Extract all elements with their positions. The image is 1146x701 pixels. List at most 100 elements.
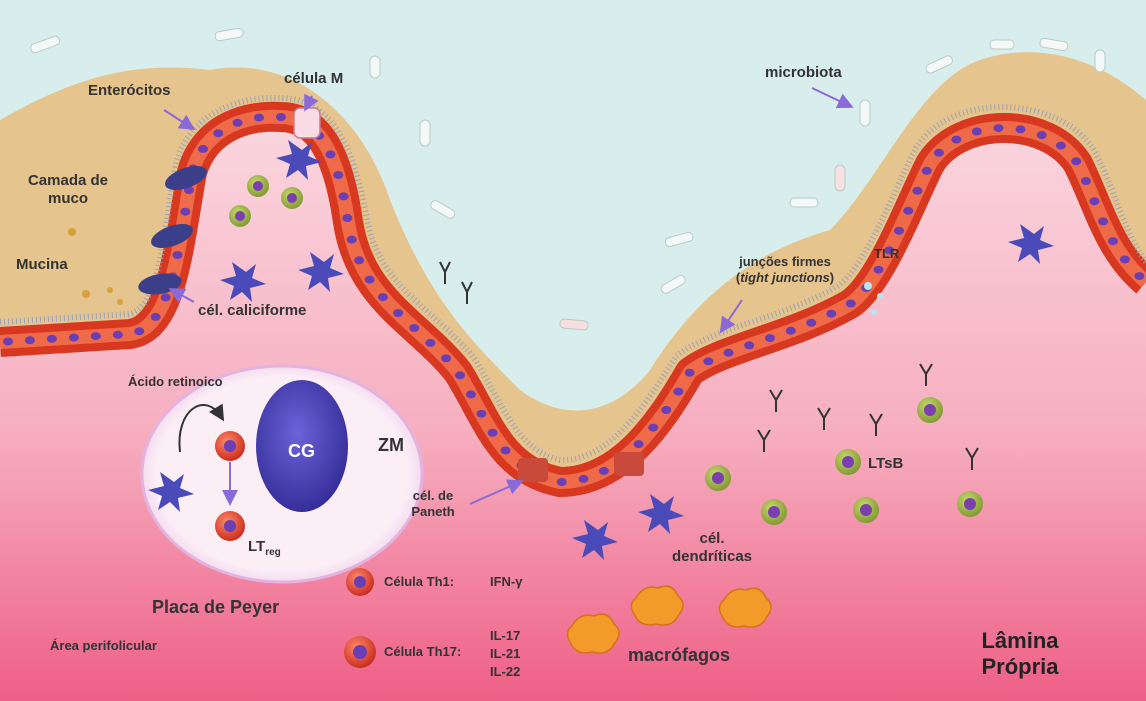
enterocyte-nucleus <box>172 251 183 259</box>
label-cel-dendriticas: cél. dendríticas <box>672 530 753 565</box>
enterocyte-nucleus <box>393 309 404 317</box>
enterocyte-nucleus <box>354 256 365 265</box>
microbiota-bacteria <box>30 27 1106 331</box>
label-il-17: IL-17 <box>490 628 521 643</box>
label-area-perifolicular: Área perifolicular <box>50 638 157 653</box>
label-celula-th1: Célula Th1: <box>384 574 455 589</box>
enterocyte-nucleus <box>232 118 243 127</box>
enterocyte-nucleus <box>1119 255 1130 264</box>
label-celula-th17: Célula Th17: <box>384 644 462 659</box>
label-cg: CG <box>288 441 315 461</box>
enterocyte-nucleus <box>346 235 357 244</box>
label-il-21: IL-21 <box>490 646 521 661</box>
macrophages <box>566 585 772 654</box>
enterocyte-nucleus <box>894 226 904 235</box>
label-lt: LT <box>248 538 266 555</box>
enterocyte-nucleus <box>364 275 375 284</box>
enterocyte-nucleus <box>826 309 837 318</box>
enterocyte-nucleus <box>578 474 589 483</box>
enterocyte-nucleus <box>46 334 57 343</box>
enterocyte-nucleus <box>661 406 672 414</box>
enterocyte-nucleus <box>150 312 161 321</box>
enterocyte-nucleus <box>673 387 684 396</box>
enterocyte-nucleus <box>134 327 145 336</box>
enterocyte-nucleus <box>912 186 923 195</box>
enterocyte-nucleus <box>455 371 465 380</box>
pointer-arrows <box>163 87 854 505</box>
label-lamina-propria: Lâmina Própria <box>981 628 1059 679</box>
enterocyte-nucleus <box>198 144 208 153</box>
enterocyte-nucleus <box>921 166 932 175</box>
label-il-22: IL-22 <box>490 664 521 679</box>
label-juncoes-firmes-group: junções firmes (tight junctions) <box>720 254 850 286</box>
germinal-center <box>256 380 348 512</box>
enterocyte-nucleus <box>500 446 511 455</box>
enterocyte-nucleus <box>873 265 884 274</box>
enterocyte-nucleus <box>556 478 567 486</box>
enterocyte-nucleus <box>845 299 856 308</box>
enterocyte-nucleus <box>1080 177 1091 185</box>
enterocyte-nucleus <box>1098 217 1109 226</box>
label-cel-de-paneth: cél. de Paneth <box>411 488 455 519</box>
mucin-granules <box>68 228 123 305</box>
enterocyte-nucleus <box>648 423 659 432</box>
tlr-receptors <box>864 282 883 315</box>
enterocyte-nucleus <box>951 135 962 144</box>
enterocyte-nucleus <box>476 409 487 418</box>
retinoic-acid-arrow <box>178 403 225 453</box>
goblet-cells <box>138 165 207 295</box>
enterocyte-nucleus <box>971 127 982 136</box>
label-zm: ZM <box>378 435 404 455</box>
enterocyte-nucleus <box>1089 197 1100 206</box>
enterocyte-nucleus <box>1108 237 1118 246</box>
label-ifn-gamma: IFN-γ <box>490 574 523 589</box>
enterocyte-nucleus <box>180 207 191 216</box>
label-tlr: TLR <box>874 246 900 261</box>
label-camada-de-muco: Camada de muco <box>27 172 109 207</box>
lymphocytes <box>229 175 983 525</box>
enterocyte-nucleus <box>1015 125 1026 134</box>
label-cel-caliciforme: cél. caliciforme <box>198 302 307 319</box>
enterocyte-nucleus <box>1036 131 1047 139</box>
t-cells <box>215 431 376 668</box>
enterocyte-nucleus <box>409 324 420 332</box>
enterocyte-nucleus <box>325 150 336 159</box>
label-tight-junctions: tight junctions <box>740 270 830 285</box>
enterocyte-nucleus <box>993 124 1004 133</box>
enterocyte-nucleus <box>1055 141 1066 150</box>
enterocyte-nucleus <box>684 368 695 377</box>
antibodies <box>439 261 979 470</box>
enterocyte-nucleus <box>487 428 498 437</box>
label-microbiota: microbiota <box>765 64 842 81</box>
enterocyte-nucleus <box>160 293 171 302</box>
label-juncoes-firmes: junções firmes <box>739 254 831 269</box>
paneth-cells <box>518 452 644 482</box>
enterocyte-nucleus <box>68 333 79 342</box>
label-enterocitos: Enterócitos <box>88 82 171 99</box>
enterocyte-nucleus <box>425 338 436 347</box>
enterocyte-nucleus <box>933 148 944 157</box>
enterocyte-nucleus <box>1134 272 1145 281</box>
m-cell <box>293 107 321 139</box>
enterocyte-nucleus <box>633 440 644 449</box>
enterocyte-nucleus <box>884 246 895 255</box>
enterocyte-nucleus <box>765 334 775 343</box>
enterocyte-nucleus <box>338 192 349 201</box>
enterocyte-nucleus <box>903 206 914 215</box>
enterocyte-nucleus <box>785 326 796 335</box>
enterocyte-nucleus <box>723 348 734 357</box>
label-tight-junctions-wrap: (tight junctions) <box>735 270 835 285</box>
label-mucina: Mucina <box>16 256 68 273</box>
brush-border <box>0 94 1146 464</box>
enterocyte-nucleus <box>24 336 35 345</box>
enterocyte-nucleus <box>342 214 353 222</box>
dendritic-cells <box>148 140 1054 560</box>
label-macrofagos: macrófagos <box>628 645 731 665</box>
label-ltsb: LTsB <box>868 455 904 472</box>
enterocyte-nucleus <box>112 330 123 339</box>
enterocyte-nucleus <box>598 466 609 475</box>
enterocyte-nucleus <box>90 332 101 341</box>
enterocyte-nucleus <box>703 357 714 366</box>
